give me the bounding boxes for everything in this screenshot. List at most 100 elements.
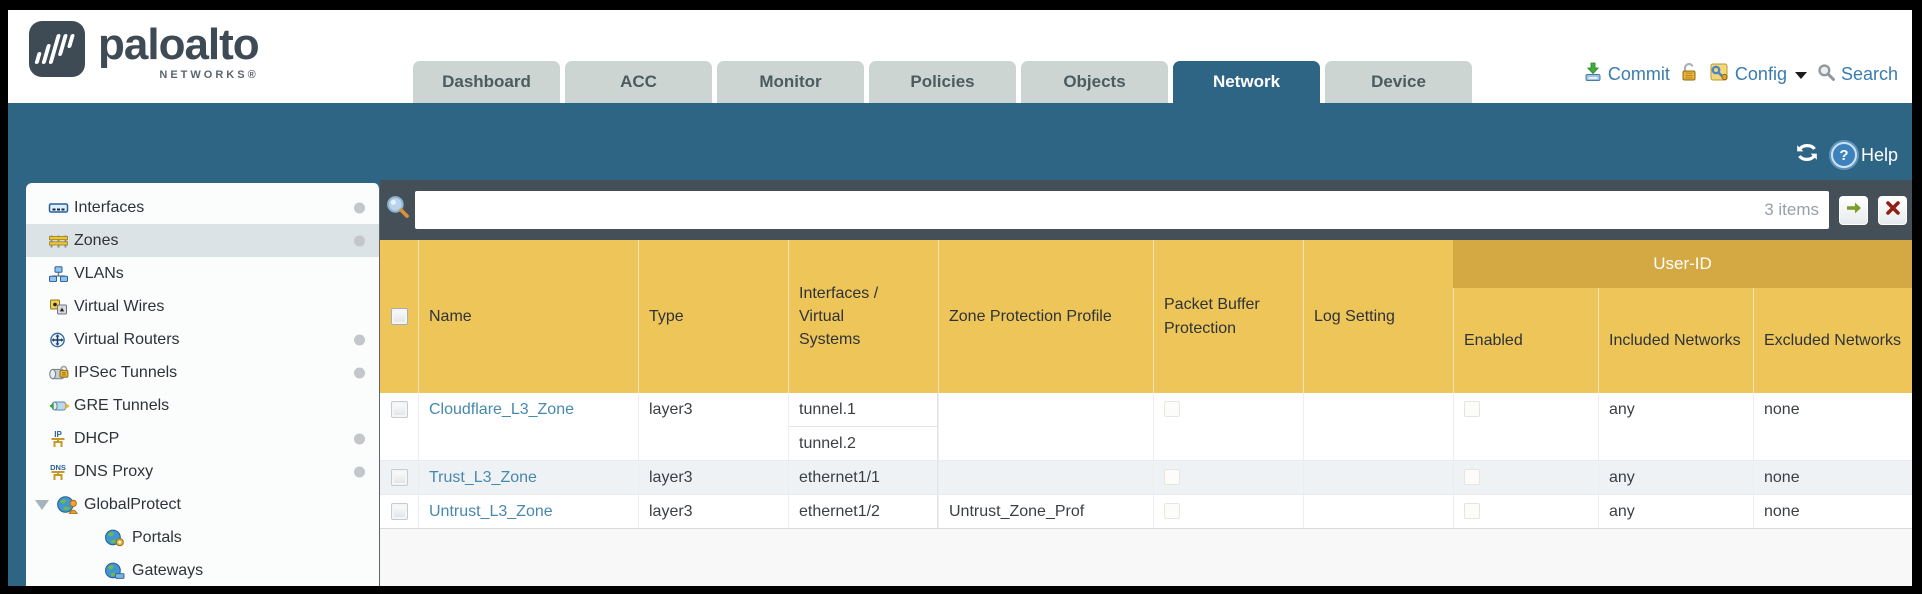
tab-acc[interactable]: ACC <box>565 61 712 103</box>
config-menu-button[interactable]: Config <box>1708 62 1807 87</box>
sidebar-item-zones[interactable]: Zones <box>26 224 379 257</box>
green-arrow-icon <box>1845 200 1863 221</box>
column-header-enabled[interactable]: Enabled <box>1453 288 1598 393</box>
column-header-excluded-networks[interactable]: Excluded Networks <box>1753 288 1912 393</box>
sidebar-item-interfaces[interactable]: Interfaces <box>26 191 379 224</box>
tab-monitor[interactable]: Monitor <box>717 61 864 103</box>
column-header-interfaces[interactable]: Interfaces / Virtual Systems <box>788 240 938 393</box>
packet-buffer-checkbox[interactable] <box>1164 469 1180 485</box>
sidebar-item-ipsec-tunnels[interactable]: IPSec Tunnels <box>26 356 379 389</box>
sidebar-item-label: Virtual Wires <box>74 297 165 315</box>
sidebar-item-label: IPSec Tunnels <box>74 363 178 381</box>
apply-filter-button[interactable] <box>1839 195 1868 225</box>
commit-button[interactable]: Commit <box>1583 62 1670 87</box>
excluded-networks-cell: none <box>1753 461 1912 494</box>
lock-icon[interactable] <box>1680 62 1698 87</box>
log-setting-cell <box>1303 461 1453 494</box>
log-setting-cell <box>1303 495 1453 528</box>
workspace: Interfaces Zones <box>8 180 1912 586</box>
commit-label: Commit <box>1607 64 1670 84</box>
sidebar-item-dhcp[interactable]: IP DHCP <box>26 422 379 455</box>
ipsec-tunnels-icon <box>48 364 71 381</box>
included-networks-cell: any <box>1598 393 1753 460</box>
sidebar-item-gre-tunnels[interactable]: GRE Tunnels <box>26 389 379 422</box>
sidebar-item-gateways[interactable]: Gateways <box>26 554 379 586</box>
column-header-name[interactable]: Name <box>418 240 638 393</box>
zones-icon <box>48 233 69 249</box>
zone-type-cell: layer3 <box>638 461 788 494</box>
paloalto-logo-icon <box>28 20 86 83</box>
virtual-routers-icon <box>48 331 67 348</box>
zone-name-cell: Cloudflare_L3_Zone <box>418 393 638 460</box>
top-actions: Commit Config <box>1583 62 1898 87</box>
zone-name-link[interactable]: Untrust_L3_Zone <box>429 503 553 520</box>
zone-name-link[interactable]: Trust_L3_Zone <box>429 469 537 486</box>
global-search-button[interactable]: Search <box>1817 63 1898 87</box>
row-select-cell <box>380 393 418 460</box>
packet-buffer-checkbox[interactable] <box>1164 503 1180 519</box>
filter-bar: 3 items <box>380 180 1912 240</box>
sidebar-item-vlans[interactable]: VLANs <box>26 257 379 290</box>
tab-dashboard[interactable]: Dashboard <box>413 61 560 103</box>
commit-icon <box>1583 62 1603 87</box>
zone-type-cell: layer3 <box>638 393 788 460</box>
clear-filter-button[interactable] <box>1878 195 1907 225</box>
zone-protection-profile-cell <box>938 393 1153 460</box>
sidebar-item-label: DHCP <box>74 429 120 447</box>
user-id-enabled-cell <box>1453 393 1598 460</box>
user-id-enabled-checkbox[interactable] <box>1464 503 1480 519</box>
user-id-enabled-checkbox[interactable] <box>1464 401 1480 417</box>
sidebar-item-virtual-routers[interactable]: Virtual Routers <box>26 323 379 356</box>
row-checkbox[interactable] <box>390 401 408 418</box>
brand-subtitle: NETWORKS® <box>159 68 259 81</box>
tab-policies[interactable]: Policies <box>869 61 1016 103</box>
refresh-icon[interactable] <box>1795 142 1819 168</box>
interface-entry: ethernet1/1 <box>799 469 880 486</box>
config-label: Config <box>1734 64 1787 84</box>
interface-entry: tunnel.1 <box>789 393 937 427</box>
config-icon <box>1708 62 1730 87</box>
main-tabs: Dashboard ACC Monitor Policies Objects N… <box>413 61 1472 103</box>
virtual-wires-icon <box>48 299 69 315</box>
zones-panel: 3 items <box>380 180 1912 586</box>
user-id-enabled-checkbox[interactable] <box>1464 469 1480 485</box>
row-checkbox[interactable] <box>390 469 408 486</box>
column-group-user-id: User-ID <box>1453 240 1912 288</box>
zone-name-cell: Untrust_L3_Zone <box>418 495 638 528</box>
dns-proxy-icon: DNS <box>48 462 68 481</box>
help-button[interactable]: ? Help <box>1830 142 1898 168</box>
table-row-cloudflare: Cloudflare_L3_Zone layer3 tunnel.1 tunne… <box>380 393 1912 461</box>
help-label: Help <box>1860 144 1898 165</box>
expand-collapse-icon[interactable] <box>35 499 49 510</box>
column-header-zone-protection-profile[interactable]: Zone Protection Profile <box>938 240 1153 393</box>
excluded-networks-cell: none <box>1753 393 1912 460</box>
zone-name-link[interactable]: Cloudflare_L3_Zone <box>429 401 574 418</box>
sidebar-item-globalprotect[interactable]: GlobalProtect <box>26 488 379 521</box>
included-networks-cell: any <box>1598 495 1753 528</box>
column-header-included-networks[interactable]: Included Networks <box>1598 288 1753 393</box>
tab-device[interactable]: Device <box>1325 61 1472 103</box>
interfaces-icon <box>48 200 69 216</box>
zone-interfaces-cell: ethernet1/2 <box>788 495 938 528</box>
user-id-enabled-cell <box>1453 461 1598 494</box>
tab-objects[interactable]: Objects <box>1021 61 1168 103</box>
column-header-log-setting[interactable]: Log Setting <box>1303 240 1453 393</box>
filter-input[interactable] <box>425 201 1757 219</box>
select-all-checkbox[interactable] <box>390 308 408 325</box>
sidebar-item-dns-proxy[interactable]: DNS DNS Proxy <box>26 455 379 488</box>
sidebar-item-portals[interactable]: Portals <box>26 521 379 554</box>
row-checkbox[interactable] <box>390 503 408 520</box>
column-header-type[interactable]: Type <box>638 240 788 393</box>
tab-network[interactable]: Network <box>1173 61 1320 103</box>
sidebar-item-label: Virtual Routers <box>74 330 180 348</box>
gateways-icon <box>104 562 125 579</box>
column-header-packet-buffer-protection[interactable]: Packet Buffer Protection <box>1153 240 1303 393</box>
band-actions: ? Help <box>1795 142 1898 168</box>
zone-protection-profile-cell: Untrust_Zone_Prof <box>938 495 1153 528</box>
packet-buffer-checkbox[interactable] <box>1164 401 1180 417</box>
dhcp-icon: IP <box>48 429 68 448</box>
sidebar-item-virtual-wires[interactable]: Virtual Wires <box>26 290 379 323</box>
table-header: Name Type Interfaces / Virtual Systems Z… <box>380 240 1912 393</box>
svg-text:DNS: DNS <box>50 463 66 472</box>
status-dot <box>354 367 365 378</box>
